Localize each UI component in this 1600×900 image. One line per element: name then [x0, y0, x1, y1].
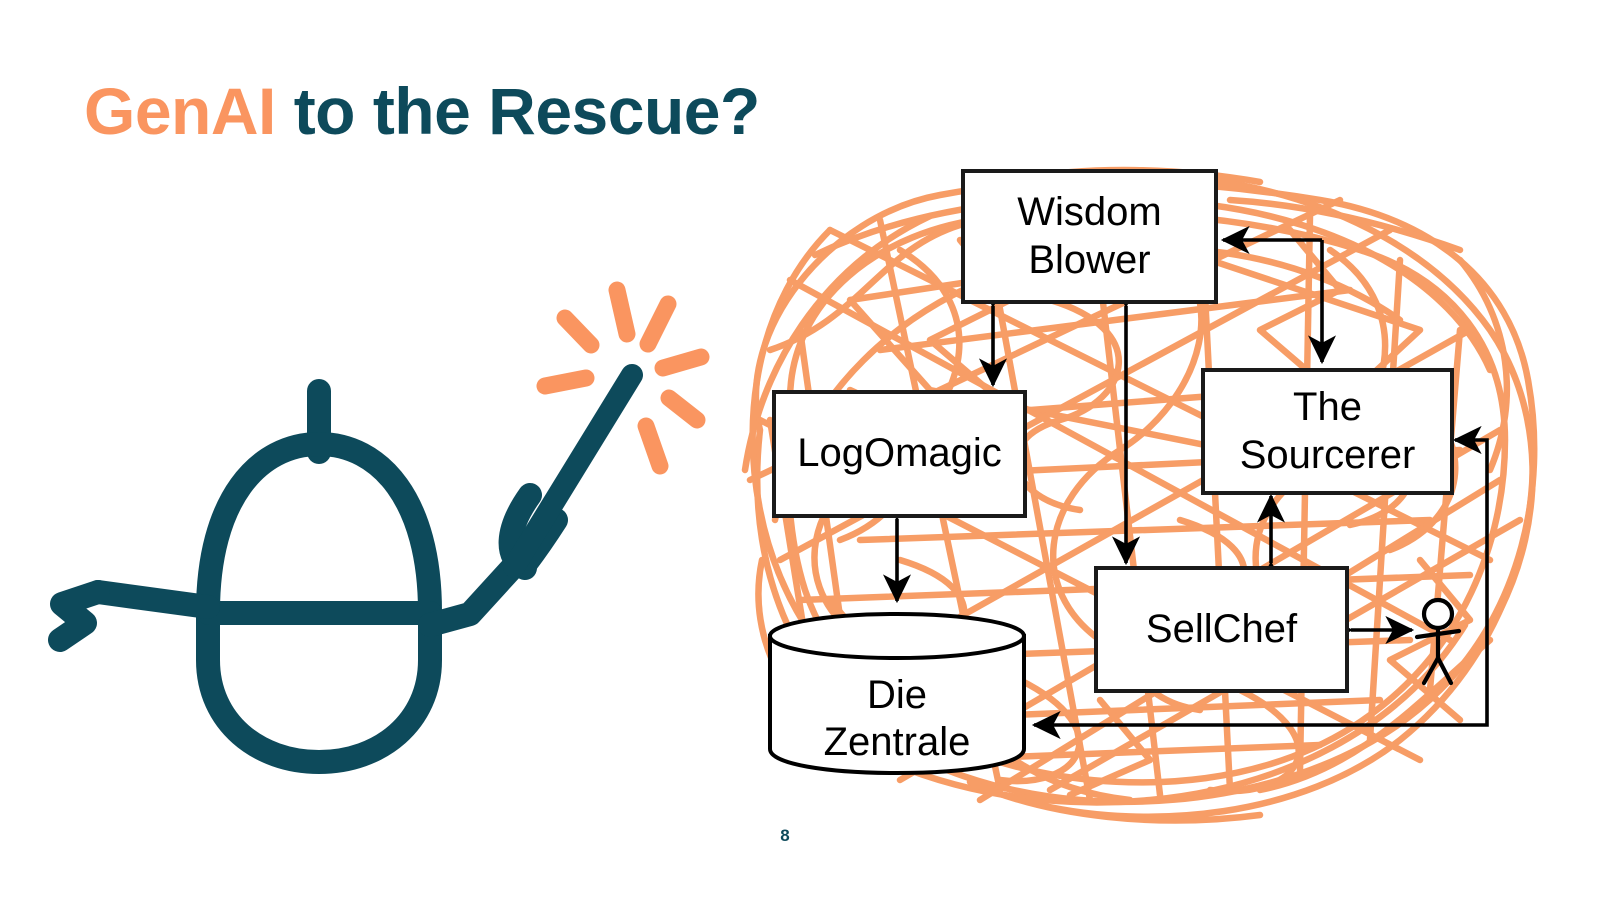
- node-the-sourcerer-label-1: The: [1293, 385, 1362, 430]
- robot-wrench-hand-icon: [48, 580, 110, 652]
- page-title-rest: to the Rescue?: [275, 74, 761, 148]
- slide-number: 8: [780, 826, 790, 845]
- magic-wand-icon: [503, 364, 643, 578]
- robot-left-arm-icon: [86, 580, 220, 619]
- node-wisdom-blower[interactable]: Wisdom Blower: [961, 169, 1218, 304]
- robot-right-arm-icon: [418, 556, 524, 637]
- node-the-sourcerer-label-2: Sourcerer: [1239, 432, 1416, 477]
- node-the-sourcerer[interactable]: The Sourcerer: [1201, 368, 1454, 495]
- node-logomagic[interactable]: LogOmagic: [772, 390, 1027, 518]
- node-die-zentrale-label-1: Die: [866, 673, 928, 717]
- node-sellchef-label-1: SellChef: [1145, 606, 1298, 651]
- node-wisdom-blower-label-2: Blower: [1028, 237, 1151, 282]
- node-die-zentrale-label: Die Zentrale: [766, 672, 1028, 766]
- edge-actor-sourcerer: [1452, 425, 1489, 690]
- sparkle-rays-icon: [536, 281, 710, 475]
- node-wisdom-blower-label-1: Wisdom: [1017, 190, 1162, 235]
- robot-hand-icon: [498, 483, 542, 580]
- node-die-zentrale-label-2: Zentrale: [823, 720, 971, 765]
- actor-stick-figure-icon: [1414, 597, 1462, 686]
- page-title: GenAI to the Rescue?: [84, 78, 760, 144]
- robot-head-icon: [196, 432, 442, 774]
- edge-actor-diezentrale: [1031, 690, 1489, 740]
- node-die-zentrale[interactable]: Die Zentrale: [766, 610, 1028, 775]
- robot-thumb-icon: [512, 508, 568, 578]
- node-sellchef[interactable]: SellChef: [1094, 566, 1349, 693]
- node-logomagic-label-1: LogOmagic: [797, 431, 1002, 476]
- page-title-accent: GenAI: [84, 74, 276, 148]
